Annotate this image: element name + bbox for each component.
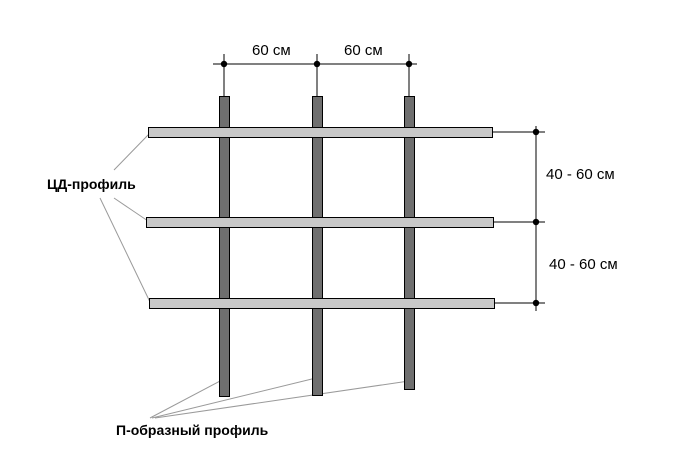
right-dimension: [493, 126, 545, 311]
right-dimension-dots: [532, 128, 540, 307]
top-dot-1: [220, 60, 228, 68]
top-dot-2: [313, 60, 321, 68]
top-dimension-dots: [220, 60, 413, 68]
right-dimension-label-2: 40 - 60 см: [549, 256, 618, 273]
p-profile-leaders: [149, 377, 410, 419]
cd-leader-2: [113, 197, 149, 222]
p-leader-1: [149, 379, 223, 419]
top-dimension: [213, 54, 417, 96]
top-dimension-label-1: 60 см: [252, 42, 291, 59]
top-dimension-label-2: 60 см: [344, 42, 383, 59]
cd-profile-label: ЦД-профиль: [47, 176, 136, 192]
cd-profiles: [146, 127, 495, 309]
p-profile-2: [312, 96, 323, 396]
cd-leader-1: [113, 132, 151, 171]
p-leader-2: [151, 377, 317, 419]
cd-leader-3: [99, 197, 151, 303]
p-profile-1: [219, 96, 230, 397]
cd-profile-leaders: [99, 132, 151, 303]
right-dot-1: [532, 128, 540, 136]
right-dot-2: [532, 218, 540, 226]
p-profiles: [219, 96, 415, 397]
cd-profile-2: [146, 217, 494, 228]
right-dimension-label-1: 40 - 60 см: [546, 166, 615, 183]
p-profile-label: П-образный профиль: [116, 422, 269, 438]
p-leader-3: [154, 380, 410, 419]
top-dot-3: [405, 60, 413, 68]
right-dot-3: [532, 299, 540, 307]
cd-profile-1: [148, 127, 493, 138]
p-profile-3: [404, 96, 415, 390]
cd-profile-3: [149, 298, 495, 309]
